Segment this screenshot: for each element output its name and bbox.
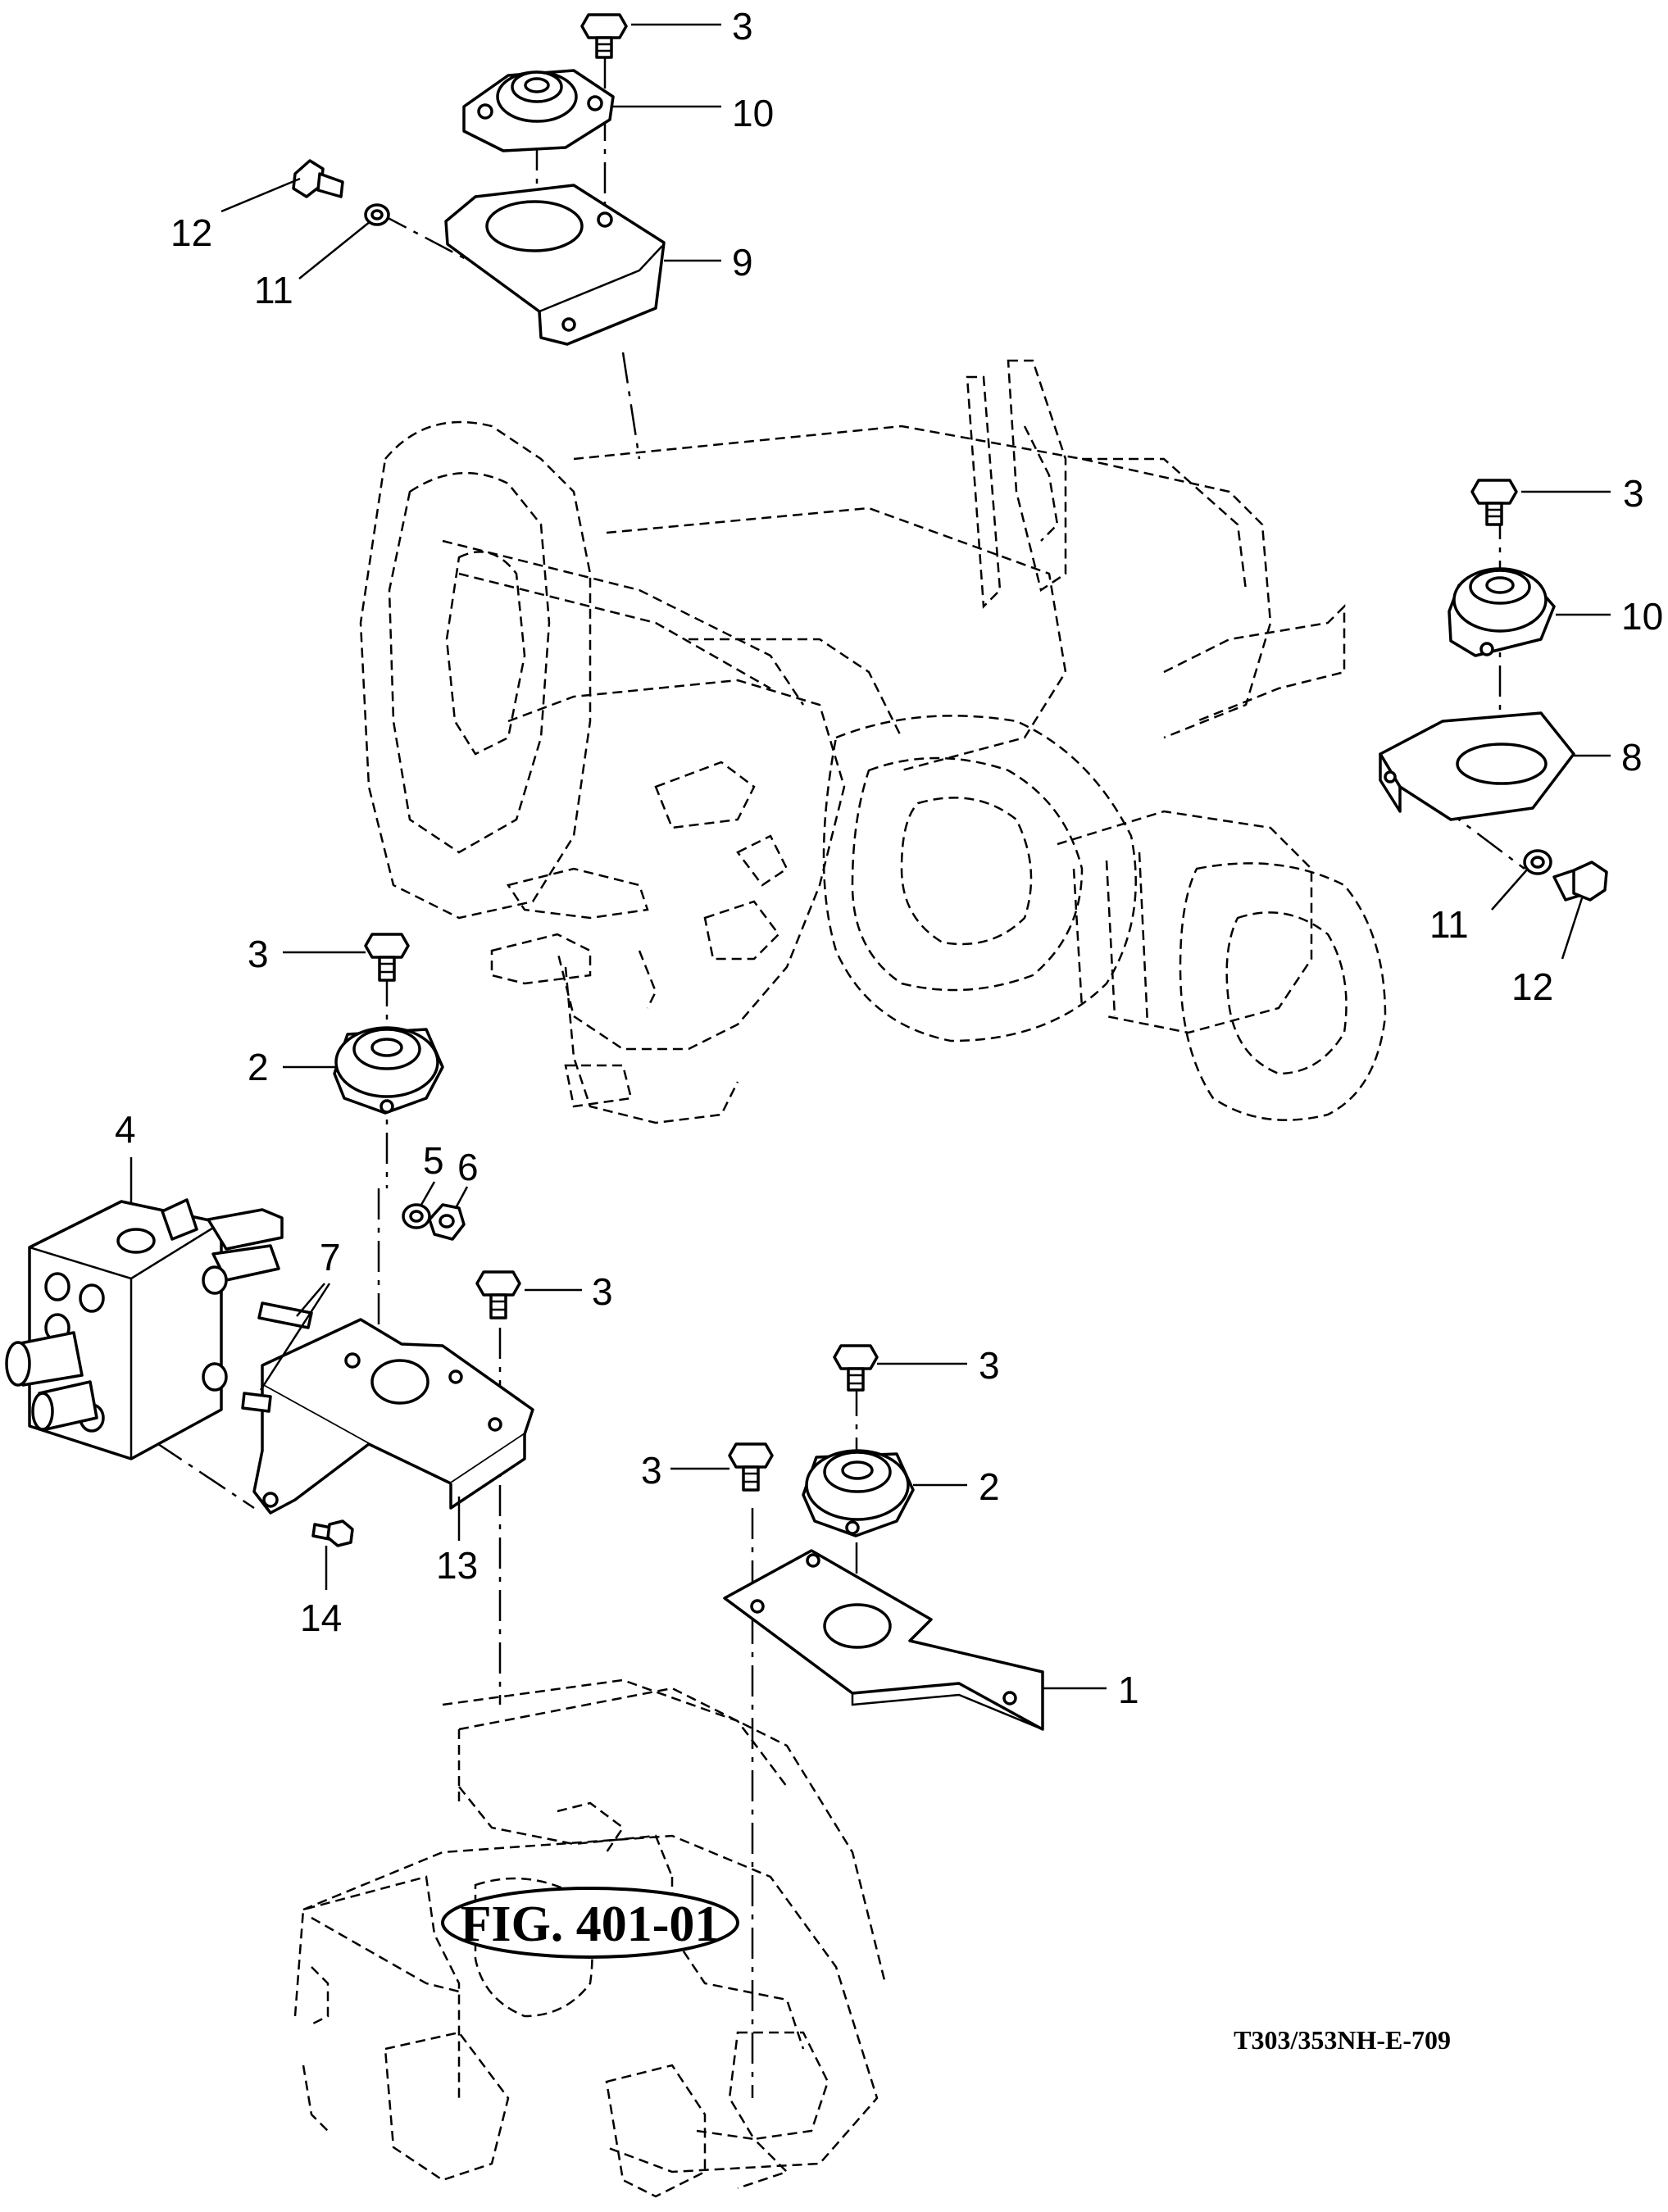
right-side-bolt — [1552, 861, 1608, 902]
figure-label-badge: FIG. 401-01 — [441, 1887, 739, 1959]
right-rubber-mount — [1448, 567, 1556, 657]
callout-12: 12 — [170, 211, 212, 254]
callout-14: 14 — [300, 1597, 342, 1639]
callout-1: 1 — [1118, 1669, 1139, 1711]
studs — [241, 1301, 313, 1413]
figure-label: FIG. 401-01 — [461, 1896, 720, 1952]
lower-bolt-right — [833, 1344, 879, 1392]
right-washer — [1523, 849, 1552, 875]
top-bolt — [580, 13, 628, 59]
callout-3: 3 — [641, 1449, 662, 1492]
callout-2: 2 — [979, 1465, 1000, 1508]
callout-4: 4 — [115, 1108, 136, 1151]
right-bolt — [1470, 479, 1518, 526]
lower-bolt-left — [728, 1442, 774, 1492]
hex-nut — [428, 1203, 466, 1241]
lower-rubber-mount — [802, 1449, 915, 1537]
leader-lines — [130, 23, 1611, 1690]
callout-3: 3 — [592, 1270, 613, 1313]
left-bolt — [364, 933, 410, 982]
callout-5: 5 — [423, 1139, 444, 1182]
callout-10: 10 — [732, 92, 774, 134]
callout-11: 11 — [254, 269, 293, 311]
phantom-front-axle-housing — [293, 1678, 887, 2198]
lock-washer — [402, 1203, 431, 1229]
engine-support-bracket — [723, 1549, 1044, 1731]
center-bolt — [475, 1270, 521, 1319]
callout-3: 3 — [979, 1344, 1000, 1387]
top-washer — [364, 203, 390, 226]
callout-9: 9 — [732, 241, 753, 284]
callout-labels: 3 10 12 11 9 3 10 8 11 12 3 2 4 5 6 7 3 … — [115, 5, 1663, 1711]
reference-code: T303/353NH-E-709 — [1234, 2025, 1451, 2055]
callout-3: 3 — [1623, 472, 1644, 515]
callout-3: 3 — [248, 933, 269, 975]
callout-3: 3 — [732, 5, 753, 48]
small-bolt — [311, 1519, 354, 1547]
top-rubber-mount — [462, 69, 615, 152]
callout-2: 2 — [248, 1046, 269, 1088]
callout-13: 13 — [436, 1544, 478, 1587]
hydraulic-valve-block — [5, 1198, 284, 1460]
callout-7: 7 — [320, 1236, 341, 1279]
top-mounting-bracket — [444, 184, 666, 346]
phantom-transmission-housing — [359, 359, 1387, 1124]
callout-10: 10 — [1621, 595, 1663, 638]
top-side-bolt — [292, 159, 344, 198]
callout-12: 12 — [1511, 965, 1553, 1008]
left-rubber-mount — [333, 1026, 444, 1115]
right-mounting-bracket — [1379, 711, 1575, 821]
valve-mounting-bracket — [252, 1318, 534, 1515]
callout-11: 11 — [1429, 903, 1469, 946]
callout-6: 6 — [457, 1146, 479, 1188]
callout-8: 8 — [1621, 736, 1643, 779]
